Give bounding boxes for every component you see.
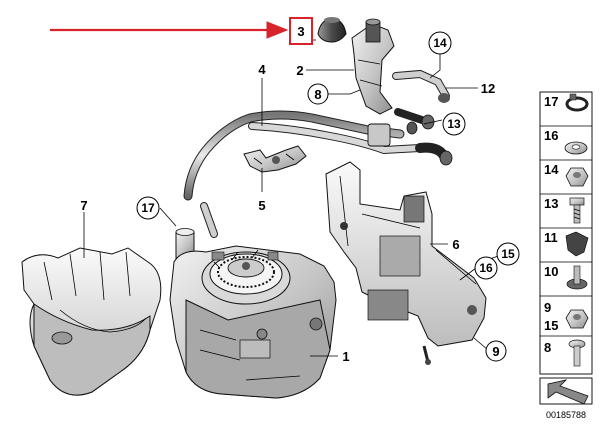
hose-clip-part-5 bbox=[243, 145, 307, 173]
callout-17[interactable]: 17 bbox=[136, 196, 160, 220]
hardware-legend: 17 16 14 13 11 10 9 15 8 bbox=[539, 91, 593, 375]
callout-7[interactable]: 7 bbox=[80, 198, 87, 213]
stud-icon bbox=[566, 265, 588, 290]
direction-arrow-box bbox=[539, 377, 593, 405]
legend-item-10: 10 bbox=[544, 264, 558, 279]
cap-part-3 bbox=[317, 17, 347, 43]
heat-shield-part-7 bbox=[21, 247, 162, 396]
callout-12-label: 12 bbox=[481, 81, 495, 96]
legend-item-9: 9 bbox=[544, 300, 551, 315]
callout-1-label: 1 bbox=[342, 349, 349, 364]
callout-6-label: 6 bbox=[452, 237, 459, 252]
legend-item-15: 15 bbox=[544, 318, 558, 333]
legend-item-11: 11 bbox=[544, 230, 558, 245]
drawing-number: 00185788 bbox=[546, 410, 586, 420]
small-hose-part-12 bbox=[392, 69, 450, 103]
clip-icon bbox=[565, 231, 589, 257]
callout-3-label: 3 bbox=[297, 24, 304, 39]
rivet-icon bbox=[568, 339, 586, 367]
callout-15[interactable]: 15 bbox=[496, 242, 520, 266]
callout-1[interactable]: 1 bbox=[342, 349, 349, 364]
callout-9[interactable]: 9 bbox=[485, 340, 507, 362]
callout-13[interactable]: 13 bbox=[442, 112, 466, 136]
legend-item-17: 17 bbox=[544, 94, 558, 109]
callout-5[interactable]: 5 bbox=[258, 198, 265, 213]
callout-16-label: 16 bbox=[479, 261, 493, 275]
callout-9-label: 9 bbox=[492, 344, 499, 359]
callout-6[interactable]: 6 bbox=[452, 237, 459, 252]
callout-17-label: 17 bbox=[141, 201, 155, 215]
callout-2-label: 2 bbox=[296, 63, 303, 78]
fuel-tank-part-1 bbox=[169, 228, 337, 399]
bolt-icon bbox=[569, 197, 585, 224]
callout-14[interactable]: 14 bbox=[428, 31, 452, 55]
callout-13-label: 13 bbox=[447, 117, 461, 131]
legend-item-13: 13 bbox=[544, 196, 558, 211]
fuel-hose-part-4 bbox=[183, 108, 453, 238]
callout-4-label: 4 bbox=[258, 62, 266, 77]
callout-16[interactable]: 16 bbox=[474, 256, 498, 280]
callout-7-label: 7 bbox=[80, 198, 87, 213]
legend-item-14: 14 bbox=[544, 162, 559, 177]
callout-3[interactable]: 3 bbox=[289, 17, 313, 45]
bracket-part-6 bbox=[325, 161, 487, 365]
callout-5-label: 5 bbox=[258, 198, 265, 213]
callout-14-label: 14 bbox=[433, 36, 447, 50]
callout-15-label: 15 bbox=[501, 247, 515, 261]
hose-clamp-icon bbox=[565, 96, 589, 112]
vent-valve-part-2 bbox=[351, 18, 395, 115]
callout-2[interactable]: 2 bbox=[296, 63, 303, 78]
callout-4[interactable]: 4 bbox=[258, 62, 266, 77]
legend-item-16: 16 bbox=[544, 128, 558, 143]
callout-8-label: 8 bbox=[314, 87, 321, 102]
callout-8[interactable]: 8 bbox=[307, 83, 329, 105]
direction-arrow-icon bbox=[547, 379, 589, 405]
legend-item-8: 8 bbox=[544, 340, 551, 355]
callout-12[interactable]: 12 bbox=[481, 81, 495, 96]
